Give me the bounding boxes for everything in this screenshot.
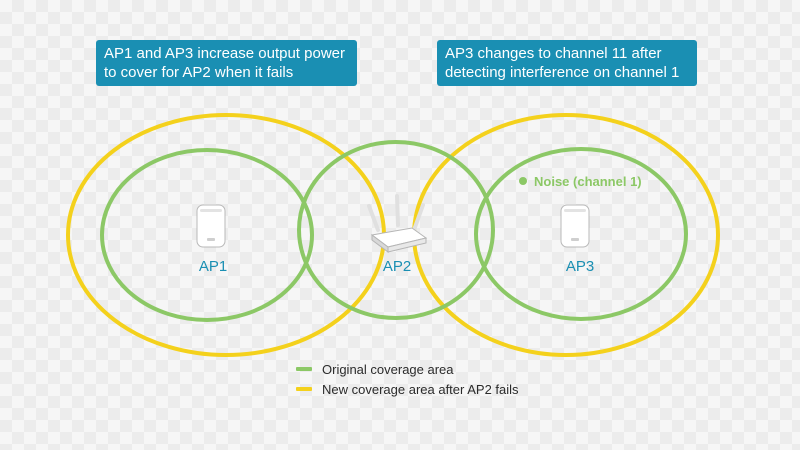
legend-label-original: Original coverage area xyxy=(322,361,454,377)
callout-ap-power-increase: AP1 and AP3 increase output power to cov… xyxy=(96,40,357,86)
ap3-label: AP3 xyxy=(566,258,594,275)
legend-swatch-original xyxy=(296,367,312,371)
legend-label-new: New coverage area after AP2 fails xyxy=(322,381,519,397)
callout-ap3-channel-change: AP3 changes to channel 11 after detectin… xyxy=(437,40,697,86)
legend-item-original: Original coverage area xyxy=(296,360,454,378)
original-coverage-circle-ap2 xyxy=(297,140,495,320)
ap1-device-icon xyxy=(196,204,226,248)
ap2-router-icon xyxy=(367,194,428,253)
noise-dot-icon xyxy=(519,177,527,185)
noise-label: Noise (channel 1) xyxy=(534,174,642,189)
legend-item-new: New coverage area after AP2 fails xyxy=(296,380,519,398)
original-coverage-circle-ap3 xyxy=(474,147,688,321)
original-coverage-circle-ap1 xyxy=(100,148,314,322)
ap3-device-icon xyxy=(560,204,590,248)
legend-swatch-new xyxy=(296,387,312,391)
ap2-label: AP2 xyxy=(383,258,411,275)
ap1-label: AP1 xyxy=(199,258,227,275)
